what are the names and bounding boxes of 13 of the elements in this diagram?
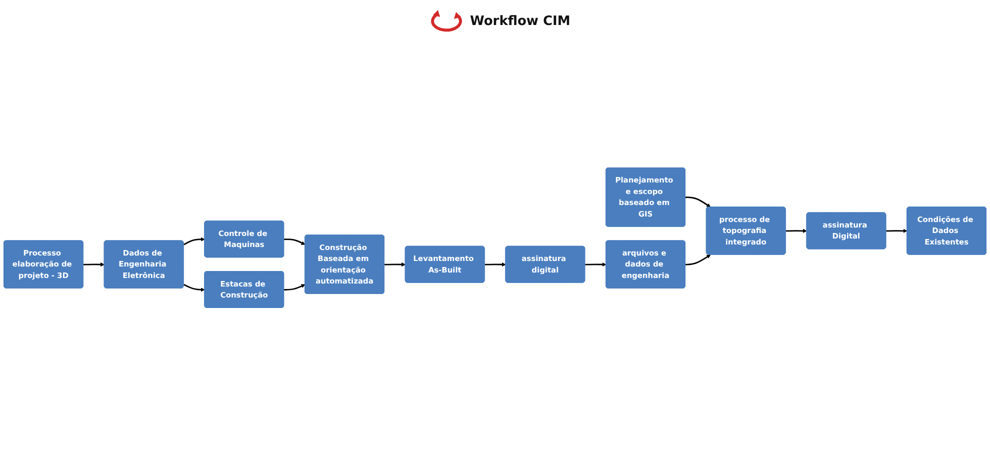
arrow xyxy=(83,262,105,267)
arrow xyxy=(786,229,807,234)
diagram-label: Workflow CIM xyxy=(470,14,570,28)
arrow xyxy=(284,238,306,246)
arrow xyxy=(685,196,711,208)
arrow xyxy=(183,284,205,292)
arrow xyxy=(183,238,205,246)
arrow xyxy=(886,229,908,234)
arrow xyxy=(685,254,711,266)
arrow xyxy=(484,262,506,267)
arrow xyxy=(284,284,306,291)
arrow xyxy=(384,262,406,267)
arrow xyxy=(585,262,606,267)
